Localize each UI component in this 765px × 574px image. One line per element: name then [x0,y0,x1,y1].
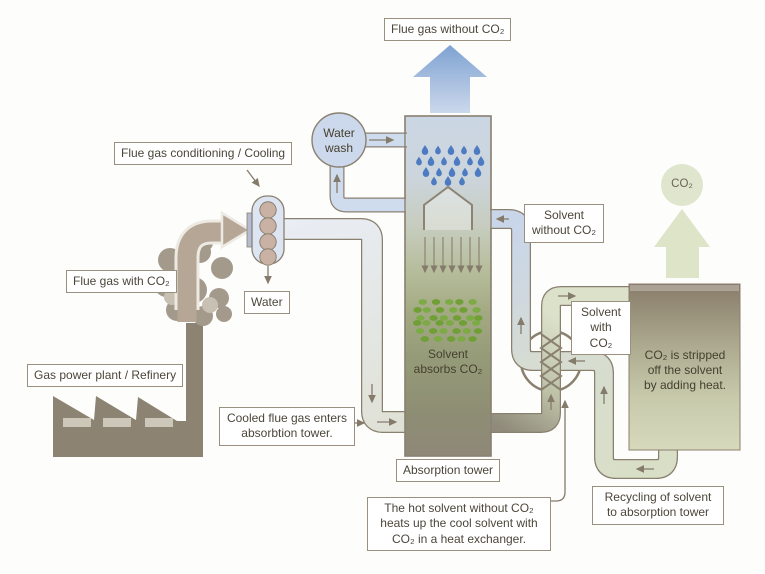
label-cooled-flue-gas: Cooled flue gas enters absorbtion tower. [219,407,355,446]
flow-arrows [264,136,654,473]
flue-gas-out-arrow [413,45,487,113]
flue-gas-conditioner [246,195,285,266]
co2-bubble-label: CO₂ [671,178,693,190]
label-gas-power-plant: Gas power plant / Refinery [27,364,184,388]
label-flue-gas-conditioning: Flue gas conditioning / Cooling [114,142,293,166]
label-solvent-without-co2: Solvent without CO₂ [524,204,604,243]
absorption-tower-outline [404,115,492,457]
stripper-column [628,283,741,451]
absorption-tower-column [404,115,492,457]
heat-exchanger-coil [539,333,563,391]
label-hot-solvent-note: The hot solvent without CO₂ heats up the… [367,497,551,552]
factory-windows [63,418,173,427]
label-water: Water [244,291,290,315]
rich-solvent-pipe [489,286,632,433]
co2-bubble [661,164,703,206]
cooled-flue-gas-pipe [284,218,407,433]
label-flue-gas-without-co2: Flue gas without CO₂ [384,18,512,42]
water-wash-label: Water wash [323,126,355,155]
label-recycling-note: Recycling of solvent to absorption tower [592,486,724,525]
label-solvent-with-co2: Solvent with CO₂ [571,301,631,356]
solvent-spray-arrows [421,237,483,274]
co2-up-arrow [654,209,710,278]
lean-solvent-pipe [490,209,678,479]
solvent-absorbs-label: Solvent absorbs CO₂ [413,347,483,376]
label-flue-gas-with-co2: Flue gas with CO₂ [66,270,177,294]
power-plant-building [53,323,203,457]
water-wash-vessel [311,112,367,168]
label-absorption-tower: Absorption tower [396,459,501,483]
gas-rise-chevron [423,185,473,230]
co2-stripped-label: CO₂ is stripped off the solvent by addin… [643,348,727,392]
flue-gas-arrow [174,210,253,322]
solvent-droplets [413,299,483,342]
